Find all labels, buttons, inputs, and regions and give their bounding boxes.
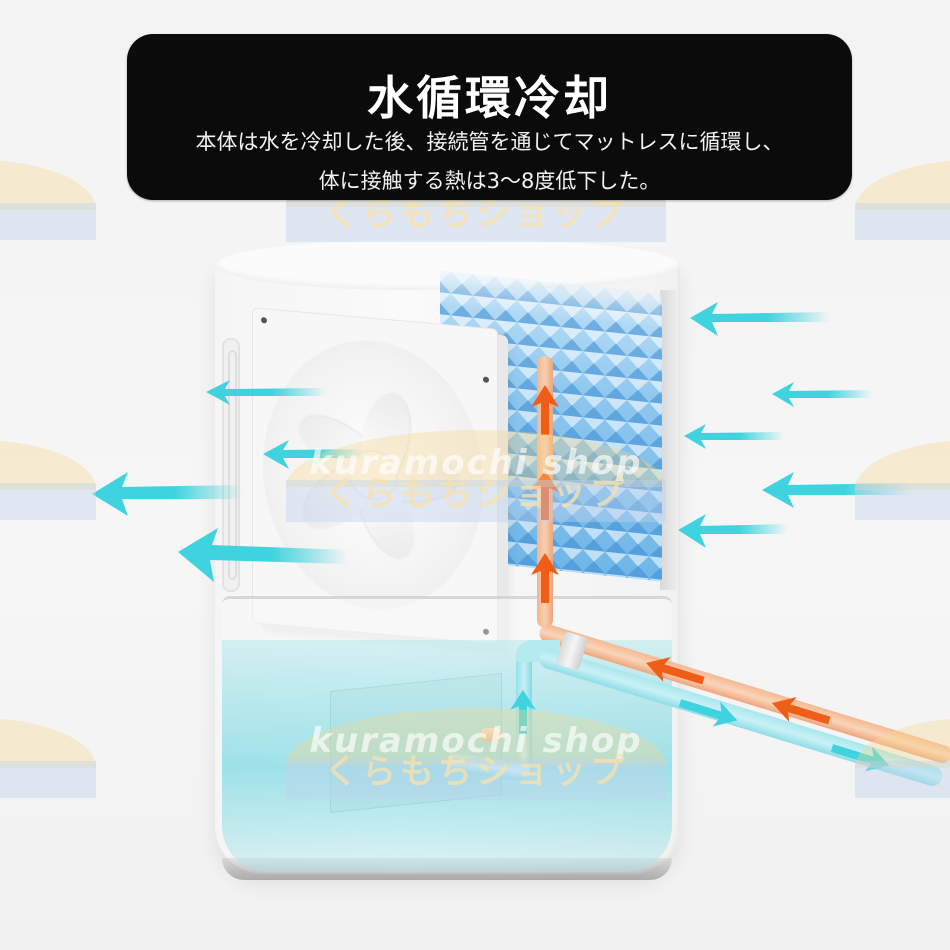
watermark-right-top (855, 160, 950, 240)
hot-water-up-arrow-icon (531, 385, 559, 435)
title-banner: 水循環冷却 本体は水を冷却した後、接続管を通じてマットレスに循環し、 体に接触す… (127, 34, 852, 200)
air-exhaust-arrow-icon (178, 528, 348, 584)
description-line-2: 体に接触する熱は3〜8度低下した。 (318, 169, 661, 193)
hot-water-up-arrow-icon (531, 553, 559, 603)
screw-icon (483, 376, 489, 383)
air-intake-arrow-icon (690, 300, 830, 336)
air-intake-arrow-icon (684, 422, 784, 450)
air-intake-arrow-icon (772, 380, 872, 408)
description-line-1: 本体は水を冷却した後、接続管を通じてマットレスに循環し、 (195, 130, 784, 154)
pump-outlet (480, 728, 502, 742)
air-exhaust-arrow-icon (92, 470, 242, 518)
cold-water-out-arrow-icon (676, 691, 741, 733)
page-title: 水循環冷却 (367, 71, 612, 125)
air-exhaust-arrow-icon (263, 438, 363, 470)
watermark-left-bottom (0, 718, 96, 798)
hot-water-return-arrow-icon (642, 651, 707, 693)
hot-water-return-arrow-icon (768, 691, 833, 733)
screw-icon (261, 317, 267, 324)
air-outlet-slot-inner (228, 350, 237, 580)
watermark-left-top (0, 160, 96, 240)
air-intake-arrow-icon (762, 470, 912, 510)
air-exhaust-arrow-icon (206, 378, 326, 406)
air-intake-arrow-icon (678, 512, 788, 548)
fan-unit (252, 307, 498, 645)
cold-water-out-arrow-icon (828, 736, 893, 778)
watermark-left-mid (0, 440, 96, 520)
hot-water-up-arrow-icon (531, 470, 559, 520)
cold-water-up-arrow-icon (510, 690, 536, 734)
device-right-frame (660, 290, 678, 590)
